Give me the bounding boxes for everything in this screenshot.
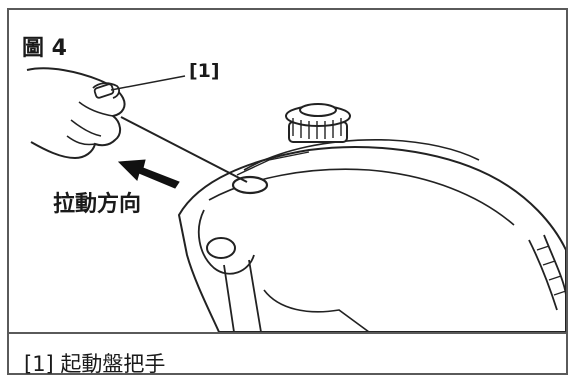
- illustration-area: 圖 4 [1] 拉動方向: [9, 10, 566, 332]
- primer-bulb: [206, 237, 236, 259]
- figure-frame: 圖 4 [1] 拉動方向 [1] 起動盤把手: [7, 8, 568, 376]
- pull-direction-arrow: [117, 159, 180, 189]
- hand-outline: [26, 67, 126, 160]
- frame-leg-left: [223, 259, 262, 332]
- side-housing: [197, 209, 255, 275]
- starter-slot: [231, 175, 269, 195]
- engine-shroud: [177, 146, 566, 332]
- starter-rope: [120, 116, 248, 183]
- starter-grip: [93, 83, 115, 99]
- hand-fingers: [66, 101, 114, 146]
- handle-bar-rib: [536, 245, 566, 296]
- callout-leader: [110, 75, 186, 91]
- fuel-tank-edge: [236, 151, 310, 176]
- figure-title: 圖 4: [22, 36, 67, 61]
- engine-illustration: [26, 67, 566, 332]
- pull-direction-label: 拉動方向: [53, 192, 142, 217]
- fuel-tank-outline: [243, 138, 480, 171]
- lower-bracket: [263, 289, 370, 332]
- callout-label: [1]: [189, 60, 220, 82]
- caption-divider: [9, 332, 566, 334]
- figure-caption: [1] 起動盤把手: [24, 352, 166, 376]
- fuel-cap-knob: [299, 103, 337, 117]
- fuel-cap-ribs: [292, 118, 342, 139]
